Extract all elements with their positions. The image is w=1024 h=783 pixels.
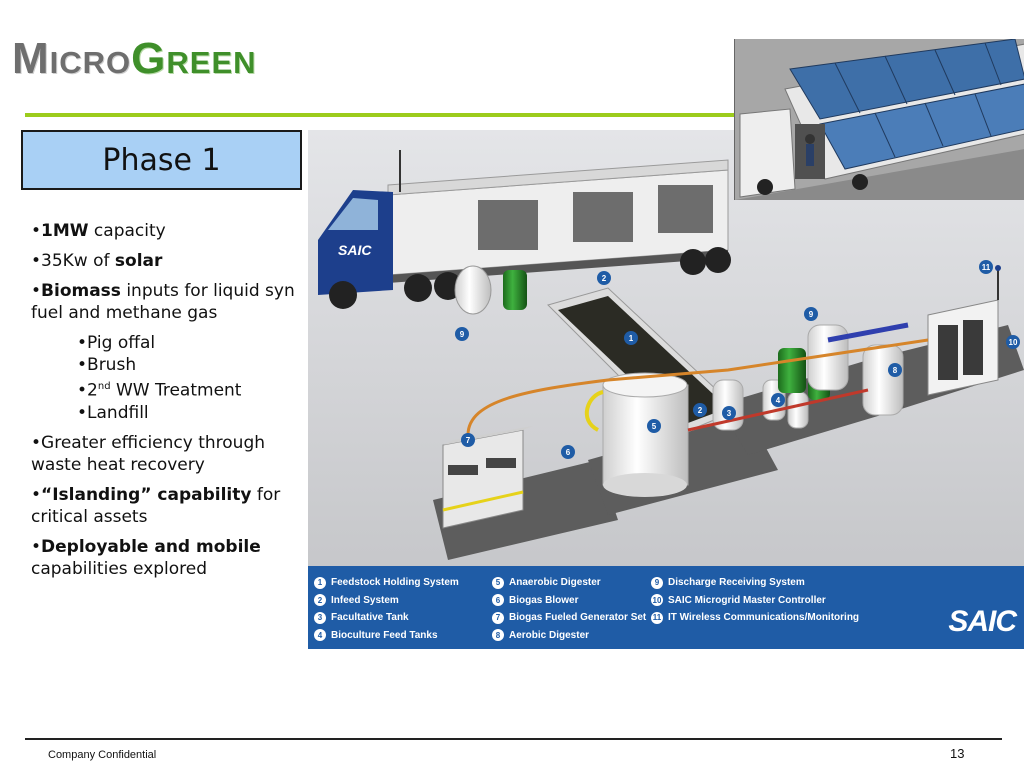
svg-text:3: 3: [727, 409, 732, 418]
bullet-solar: •35Kw of solar: [31, 251, 163, 271]
footer-divider: [25, 738, 1002, 740]
white-tank: [454, 265, 492, 315]
callout-9: [455, 327, 469, 341]
solar-trailer-render: [735, 39, 1024, 200]
phase-title-box: Phase 1: [21, 130, 302, 190]
microgreen-logo: MicroGreen: [12, 30, 302, 83]
logo-green-text: Green: [131, 34, 257, 83]
yellow-pipe: [584, 390, 604, 432]
saic-logo: SAIC: [948, 605, 1017, 638]
callout-5: [647, 419, 661, 433]
callout-11: [979, 260, 993, 274]
blue-pipe: [827, 322, 909, 343]
solar-panels: [789, 39, 1024, 170]
anaerobic-digester: [602, 372, 689, 497]
bullet-list: •1MW capacity •35Kw of solar •Biomass in…: [31, 220, 301, 588]
bullet-efficiency: •Greater efficiency through waste heat r…: [31, 432, 266, 475]
svg-text:8: 8: [893, 366, 898, 375]
callout-2b: [693, 403, 707, 417]
callout-7: [461, 433, 475, 447]
trailer: [387, 159, 731, 302]
svg-text:11: 11: [982, 263, 991, 272]
facultative-tank: [712, 379, 744, 431]
platform-generator: [433, 460, 618, 560]
callout-10: [1006, 335, 1020, 349]
bullet-biomass: •Biomass inputs for liquid syn fuel and …: [31, 281, 295, 323]
svg-text:1: 1: [629, 334, 634, 343]
sub-bullet-pig-offal: •Pig offal: [77, 333, 156, 353]
callout-1: [624, 331, 638, 345]
bioculture-tank-b: [787, 391, 809, 429]
generator-set: [442, 426, 533, 529]
svg-text:4: 4: [776, 396, 781, 405]
bullet-deployable: •Deployable and mobile capabilities expl…: [31, 536, 261, 579]
callout-4: [771, 393, 785, 407]
aerobic-digester-b: [862, 344, 904, 416]
truck-cab: SAIC: [318, 190, 393, 309]
svg-text:5: 5: [652, 422, 657, 431]
phase-title: Phase 1: [102, 142, 221, 178]
svg-text:6: 6: [566, 448, 571, 457]
header-divider: [25, 113, 737, 117]
bullet-capacity: •1MW capacity: [31, 221, 166, 241]
green-tank-a: [778, 348, 806, 393]
person: [805, 134, 815, 144]
svg-text:9: 9: [460, 330, 465, 339]
solar-trailer-image: [734, 39, 1024, 200]
master-controller-rack: [927, 265, 1001, 396]
svg-text:7: 7: [466, 436, 471, 445]
sub-bullet-ww-treatment: •2nd WW Treatment: [77, 380, 242, 401]
callout-3: [722, 406, 736, 420]
bullet-islanding: •“Islanding” capability for critical ass…: [31, 484, 281, 527]
footer-confidential: Company Confidential: [48, 749, 157, 761]
sub-bullet-landfill: •Landfill: [77, 402, 149, 423]
svg-text:2: 2: [602, 274, 607, 283]
green-drum: [503, 270, 527, 310]
svg-text:SAIC: SAIC: [338, 242, 372, 258]
logo-micro-text: Micro: [12, 34, 132, 83]
heat-pipe: [466, 338, 929, 436]
callout-8: [888, 363, 902, 377]
callout-9b: [804, 307, 818, 321]
callout-2: [597, 271, 611, 285]
callout-markers: 1 2 2 3 4 5 6 7 8 9 9 10 11: [455, 260, 1020, 459]
sub-bullet-brush: •Brush: [77, 355, 137, 375]
biomass-sub-list: •Pig offal •Brush •2nd WW Treatment •Lan…: [77, 332, 301, 424]
svg-text:10: 10: [1009, 338, 1018, 347]
system-render: SAIC: [308, 130, 1024, 570]
svg-text:2: 2: [698, 406, 703, 415]
red-pipe: [687, 388, 869, 432]
callout-6: [561, 445, 575, 459]
page-number: 13: [950, 746, 965, 761]
microgrid-system-illustration: SAIC: [308, 130, 1024, 649]
svg-text:9: 9: [809, 310, 814, 319]
